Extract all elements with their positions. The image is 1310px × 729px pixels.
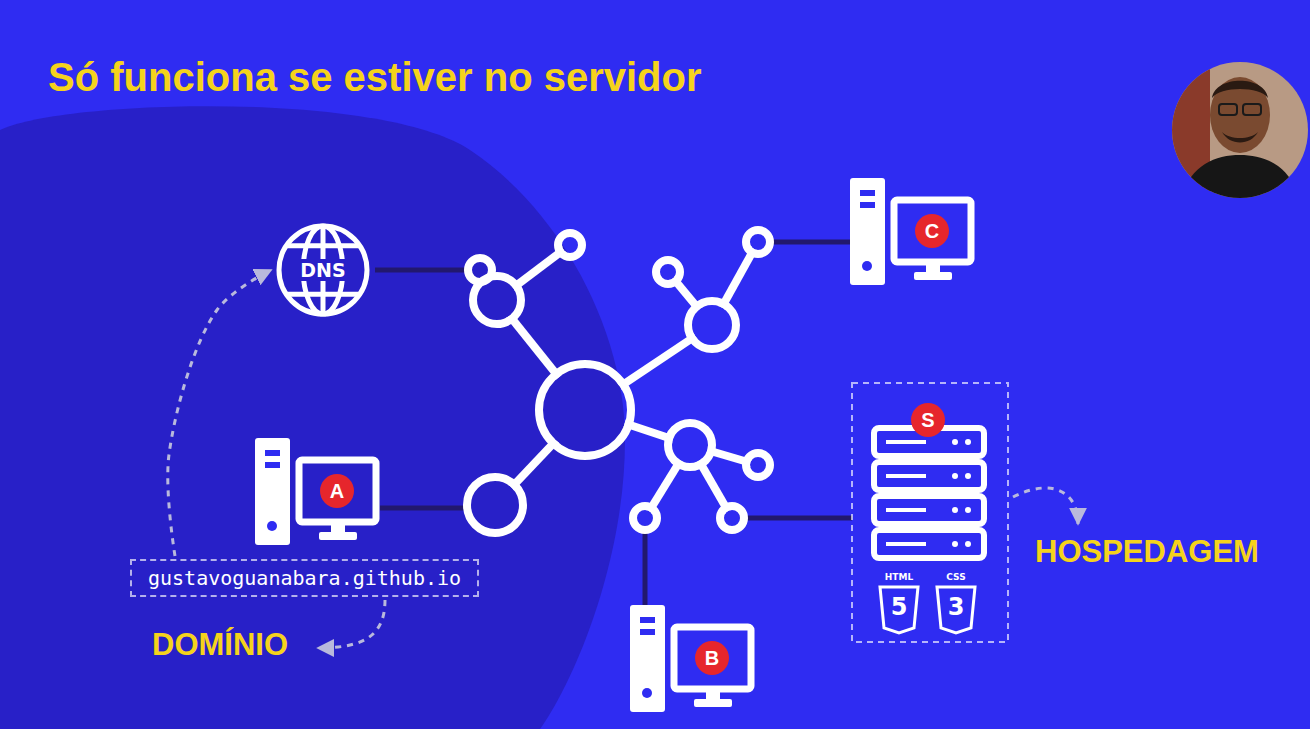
server-led bbox=[965, 473, 971, 479]
network-wire bbox=[375, 268, 470, 273]
tech-badge: CSS 3 bbox=[932, 572, 980, 635]
server-led bbox=[952, 439, 958, 445]
network-lines bbox=[375, 242, 852, 605]
computer-badge: C bbox=[915, 214, 949, 248]
badge-body: 3 bbox=[934, 585, 978, 635]
shield-outline bbox=[937, 587, 975, 633]
shield-outline bbox=[880, 587, 918, 633]
computer-icon bbox=[850, 178, 971, 285]
globe-parallel bbox=[286, 292, 359, 297]
server-slot bbox=[886, 508, 926, 512]
server-led bbox=[952, 507, 958, 513]
hub-circle bbox=[558, 233, 582, 257]
callout-label: HOSPEDAGEM bbox=[1035, 535, 1259, 569]
node-text: DNS bbox=[297, 259, 348, 282]
hub-circle bbox=[746, 230, 770, 254]
hub-circle bbox=[468, 258, 492, 282]
dns-globe: DNS bbox=[275, 222, 371, 318]
server-led bbox=[965, 507, 971, 513]
badge-letter: A bbox=[330, 481, 344, 501]
webcam-body bbox=[1180, 155, 1300, 200]
badge-number: 3 bbox=[948, 595, 965, 619]
domain-box: gustavoguanabara.github.io bbox=[130, 559, 479, 597]
leader-arrow bbox=[1013, 488, 1078, 524]
hub-circle bbox=[633, 506, 657, 530]
badge-letter: B bbox=[705, 648, 719, 668]
globe-parallel bbox=[286, 243, 359, 248]
webcam-hair bbox=[1212, 81, 1268, 98]
server-led bbox=[965, 439, 971, 445]
hub-circle bbox=[467, 477, 523, 533]
webcam-beard bbox=[1222, 132, 1258, 143]
computer-icon bbox=[630, 605, 751, 712]
domain-text: gustavoguanabara.github.io bbox=[148, 566, 461, 590]
hub-circle bbox=[688, 301, 736, 349]
server-led bbox=[965, 541, 971, 547]
slide-title: Só funciona se estiver no servidor bbox=[48, 55, 702, 99]
leader-arrow bbox=[318, 600, 385, 648]
server-row bbox=[874, 496, 984, 524]
network-wire bbox=[732, 516, 852, 521]
hub-circle bbox=[668, 423, 712, 467]
server-icon bbox=[874, 428, 984, 558]
webcam-glasses bbox=[1219, 104, 1237, 115]
server-led bbox=[952, 473, 958, 479]
background-blob bbox=[0, 106, 625, 729]
server-badge: S bbox=[911, 403, 945, 437]
hub-circle bbox=[656, 260, 680, 284]
badge-number: 5 bbox=[891, 595, 908, 619]
server-led bbox=[952, 541, 958, 547]
network-wire bbox=[380, 506, 470, 511]
hosting-frame bbox=[852, 383, 1008, 642]
server-row bbox=[874, 462, 984, 490]
server-slot bbox=[886, 440, 926, 444]
hub-circle bbox=[720, 506, 744, 530]
tech-badge: HTML 5 bbox=[875, 572, 923, 635]
server-slot bbox=[886, 474, 926, 478]
hub-circles bbox=[467, 230, 770, 533]
webcam-glasses bbox=[1243, 104, 1261, 115]
dashed-connector bbox=[168, 270, 271, 556]
server-slot bbox=[886, 542, 926, 546]
globe-rim bbox=[279, 226, 367, 314]
badge-body: 5 bbox=[877, 585, 921, 635]
hub-circle bbox=[746, 453, 770, 477]
badge-heading: CSS bbox=[932, 572, 980, 583]
webcam-wall bbox=[1170, 60, 1310, 200]
badge-letter: S bbox=[921, 410, 934, 430]
computer-badge: A bbox=[320, 474, 354, 508]
badge-heading: HTML bbox=[875, 572, 923, 583]
server-row bbox=[874, 530, 984, 558]
callout-label: DOMÍNIO bbox=[152, 628, 288, 662]
computer-badge: B bbox=[695, 641, 729, 675]
hub-circle bbox=[539, 364, 631, 456]
computer-icon bbox=[255, 438, 376, 545]
presenter-webcam bbox=[1170, 60, 1310, 200]
webcam-head bbox=[1210, 77, 1270, 153]
badge-letter: C bbox=[925, 221, 939, 241]
